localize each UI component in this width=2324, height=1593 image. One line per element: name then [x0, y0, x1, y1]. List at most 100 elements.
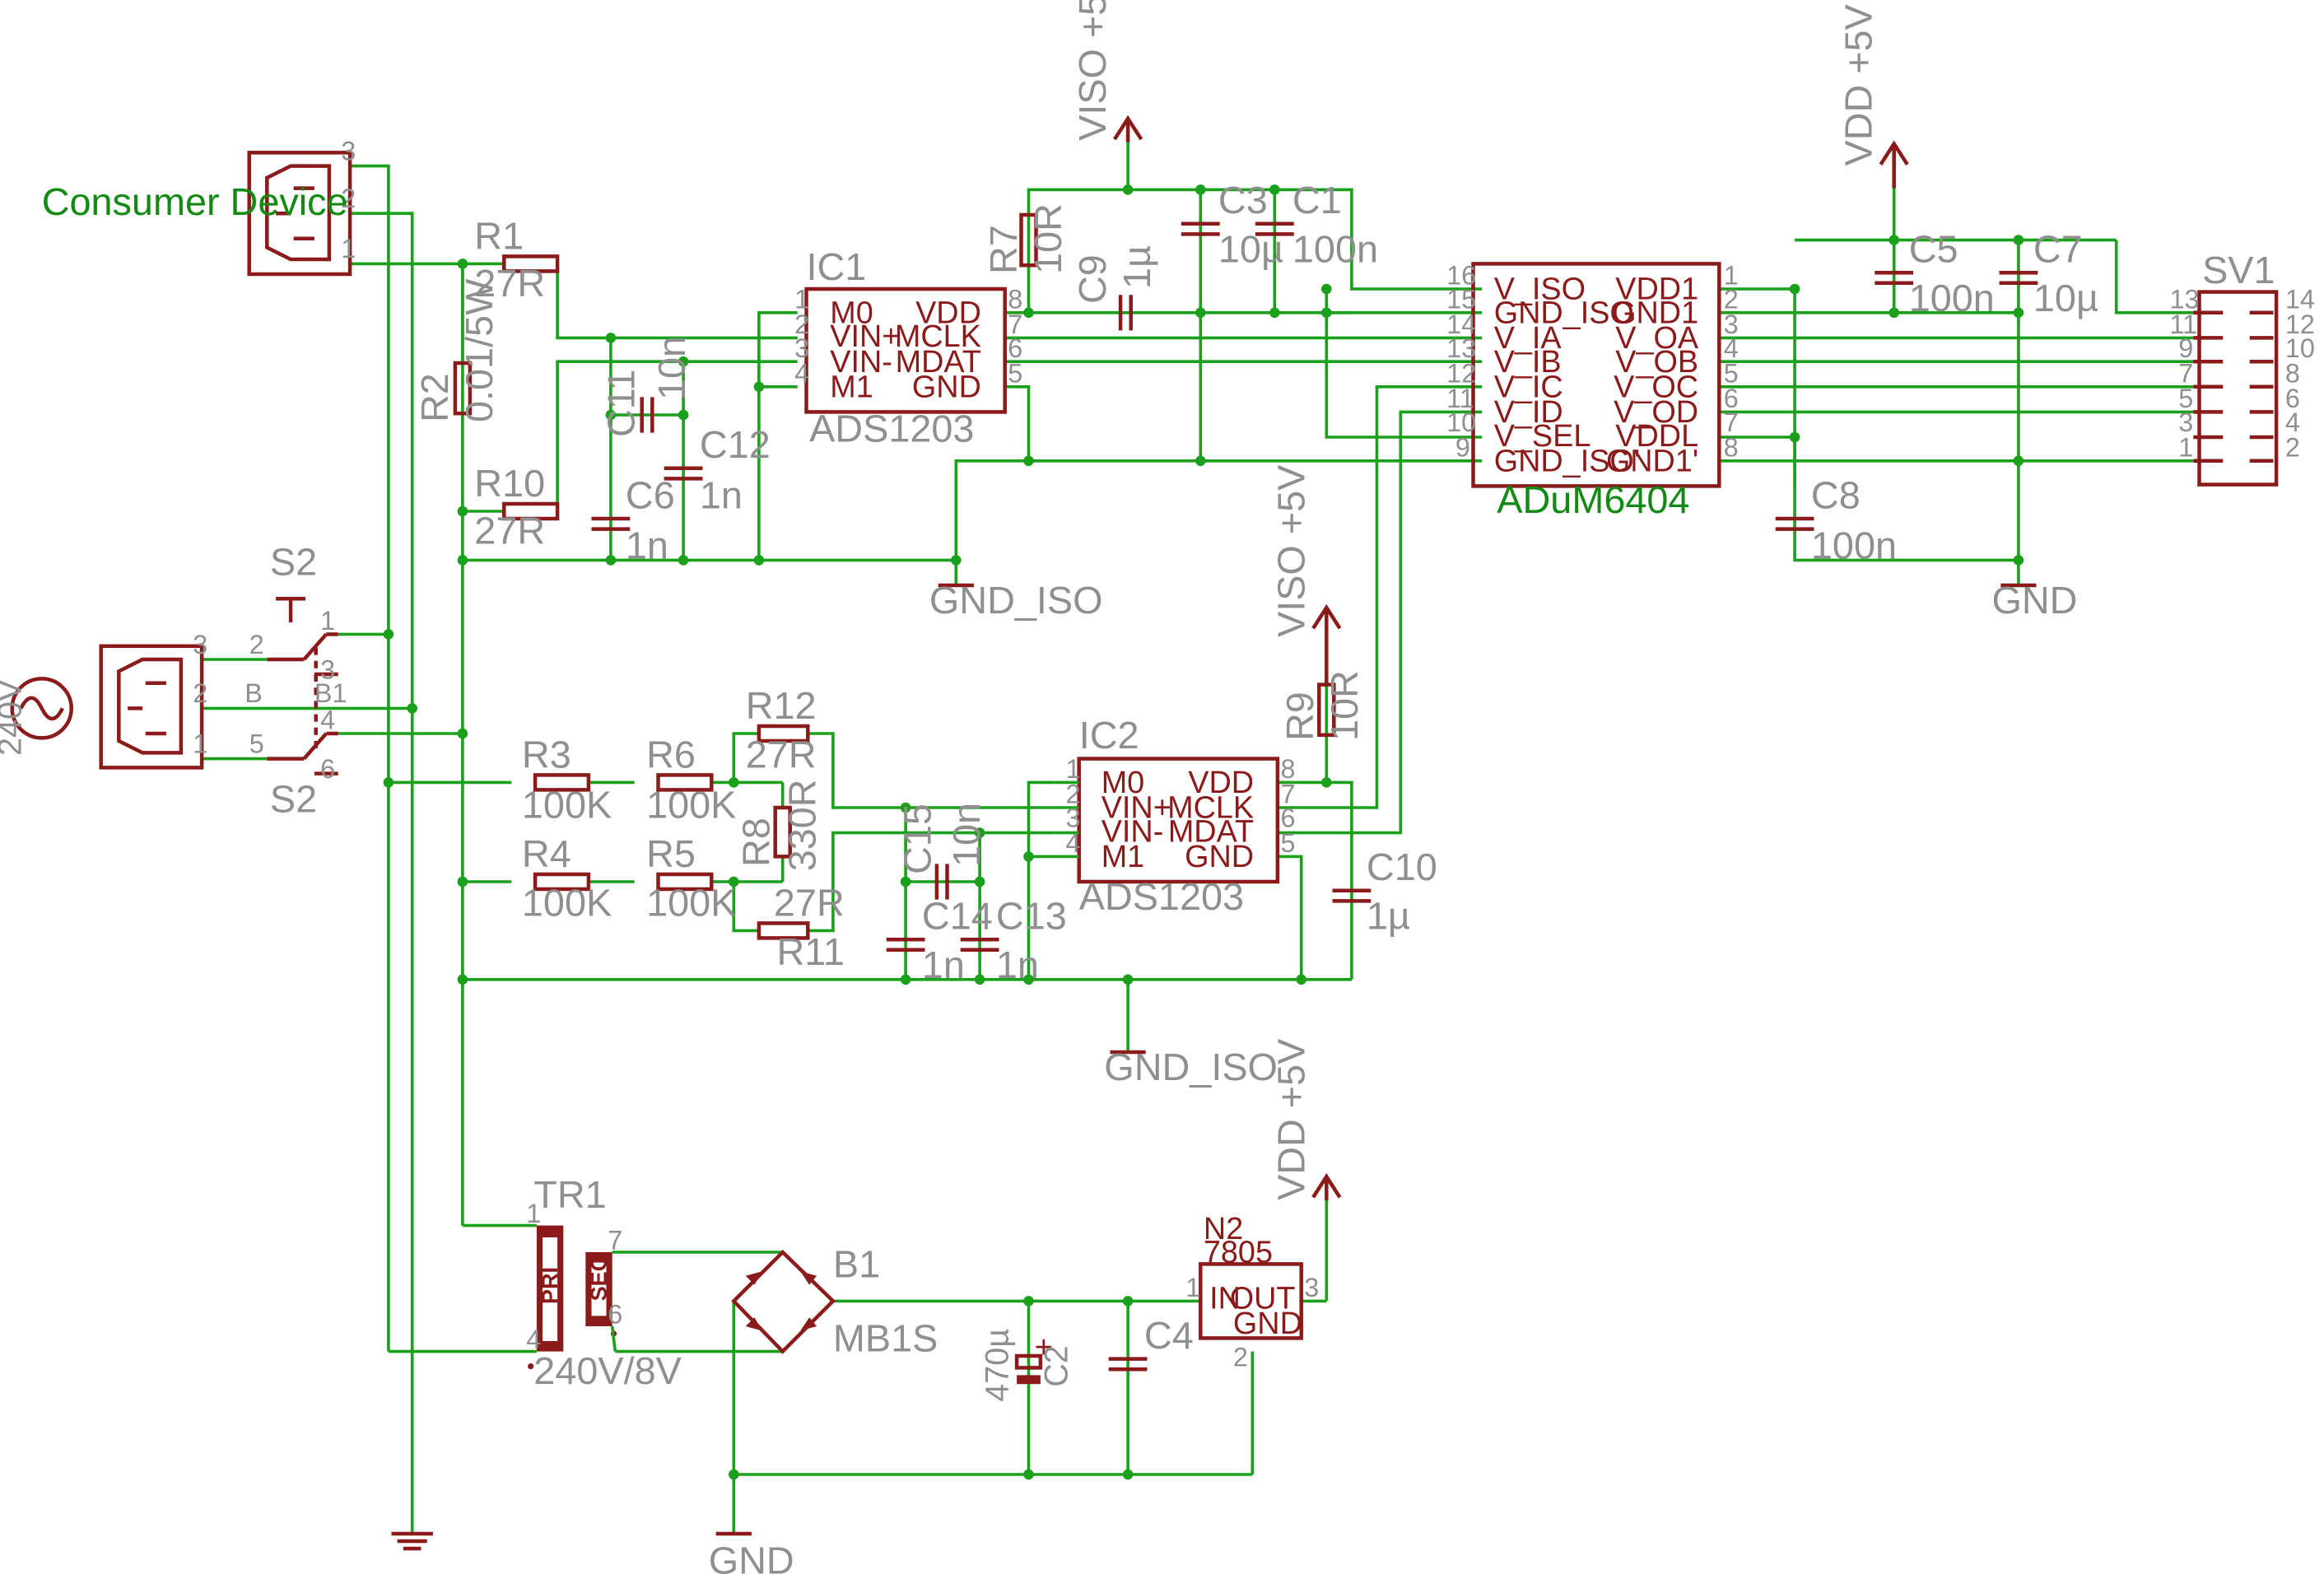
sv1-num-4: 4: [2285, 408, 2300, 437]
con-top-pin-2: 2: [341, 184, 356, 213]
viso-label-1: VISO +5V: [1071, 0, 1114, 141]
ic2-num-8: 8: [1281, 754, 1296, 784]
ic2-num-4: 4: [1066, 828, 1081, 858]
ic2-num-2: 2: [1066, 780, 1081, 809]
consumer-connector: 3 2 1 Consumer Device: [42, 136, 356, 277]
adum-num-9: 9: [1455, 432, 1470, 462]
resistors: R1 27R R10 27R R2 0.01/5W R7 10R R9 10R …: [413, 203, 1366, 973]
r2-value: 0.01/5W: [458, 278, 501, 422]
c7-name: C7: [2033, 228, 2083, 271]
n2-gnd: GND: [1233, 1307, 1302, 1341]
ic1-num-2: 2: [794, 310, 809, 339]
c8-name: C8: [1811, 473, 1861, 516]
ic1-ads1203: IC1 ADS1203 M0 VIN+ VIN- M1 VDD MCLK MDA…: [794, 245, 1022, 449]
c12-name: C12: [700, 423, 771, 466]
adum-num-3: 3: [1724, 310, 1739, 339]
n2-pin-3: 3: [1304, 1273, 1319, 1302]
gnd-iso-label-1: GND_ISO: [929, 579, 1103, 622]
c13-name: C13: [996, 895, 1067, 938]
bridge-b1: B1 MB1S: [731, 1243, 938, 1360]
sv1-num-7: 7: [2178, 358, 2193, 388]
tr1-pri: PRI: [538, 1267, 562, 1304]
tr1-pin-7: 7: [608, 1225, 622, 1255]
c9-name: C9: [1071, 254, 1114, 304]
ic2-num-5: 5: [1281, 828, 1296, 858]
adum-l-viso: V_ISO: [1494, 272, 1586, 307]
mains-label: 240V: [0, 679, 29, 756]
c15-name: C15: [897, 803, 939, 874]
adum-num-7: 7: [1724, 408, 1739, 437]
n2-part: 7805: [1204, 1236, 1273, 1270]
r8-value: 330R: [780, 780, 823, 872]
viso-label-2: VISO +5V: [1269, 465, 1312, 637]
ic2-num-1: 1: [1066, 754, 1081, 784]
c14-value: 1n: [922, 943, 965, 986]
adum-r-vddl: VDDL: [1615, 419, 1698, 454]
c1-value: 100n: [1292, 228, 1378, 271]
s2-pin-1: 1: [320, 606, 335, 636]
ic1-num-7: 7: [1008, 310, 1022, 339]
switch-s2: S2 S2 1 2 3 4 5 6 B B1: [245, 540, 347, 820]
sv1-name: SV1: [2202, 249, 2275, 291]
adum-r-gnd1b: GND1': [1606, 444, 1698, 478]
c1-name: C1: [1292, 179, 1342, 221]
con-left-pin-3: 3: [193, 630, 207, 659]
ic2-name: IC2: [1079, 714, 1139, 757]
tr1-value: 240V/8V: [533, 1349, 682, 1392]
adum-num-2: 2: [1724, 284, 1739, 314]
tr1-sec: SEC: [587, 1255, 612, 1302]
r11-name: R11: [777, 930, 845, 973]
adum-num-4: 4: [1724, 333, 1739, 363]
ic2-num-7: 7: [1281, 780, 1296, 809]
r7-value: 10R: [1027, 203, 1069, 274]
s2-pin-4: 4: [320, 706, 335, 735]
con-left-pin-2: 2: [193, 678, 207, 708]
r9-value: 10R: [1323, 670, 1366, 741]
adum-r-voa: V_OA: [1615, 321, 1699, 356]
r3-value: 100K: [522, 784, 612, 827]
c14-name: C14: [922, 895, 993, 938]
ic2-pin-vdd: VDD: [1188, 766, 1254, 800]
capacitors: C6 1n C12 1n C11 10n C9 1µ C3 10µ C1 100…: [591, 179, 2098, 1402]
s2-pin-6: 6: [320, 754, 335, 784]
sv1-num-13: 13: [2170, 284, 2200, 314]
adum-l-vib: V_IB: [1494, 345, 1562, 380]
ic1-pin-mdat: MDAT: [896, 345, 981, 380]
adum-l-via: V_IA: [1494, 321, 1563, 356]
s2-pin-2: 2: [249, 630, 264, 659]
gnd-label-bottom: GND: [709, 1539, 794, 1582]
b1-name: B1: [833, 1243, 880, 1286]
regulator-n2: N2 7805 IN OUT GND 1 3 2: [1185, 1212, 1319, 1372]
adum-num-12: 12: [1446, 358, 1476, 388]
r5-value: 100K: [646, 881, 736, 924]
adum-num-15: 15: [1446, 284, 1476, 314]
junctions: [383, 184, 2024, 1480]
sv1-num-8: 8: [2285, 358, 2300, 388]
r4-value: 100K: [522, 881, 612, 924]
adum-num-13: 13: [1446, 333, 1476, 363]
c7-value: 10µ: [2033, 277, 2098, 319]
con-left-pin-1: 1: [193, 729, 207, 758]
r6-value: 100K: [646, 784, 736, 827]
ic2-pin-mclk: MCLK: [1167, 791, 1254, 826]
adum-part: ADuM6404: [1497, 478, 1689, 521]
adum-l-vsel: V_SEL: [1494, 419, 1591, 454]
ic2-part: ADS1203: [1079, 875, 1244, 918]
n2-pin-1: 1: [1185, 1273, 1200, 1302]
con-top-pin-3: 3: [341, 136, 356, 165]
sv1-num-1: 1: [2178, 432, 2193, 462]
c10-name: C10: [1367, 845, 1437, 888]
c2-plus-sign: +: [1035, 1330, 1053, 1365]
c6-value: 1n: [626, 524, 668, 567]
adum-r-voc: V_OC: [1614, 370, 1698, 404]
adum-r-vob: V_OB: [1615, 345, 1698, 380]
ic1-num-8: 8: [1008, 284, 1022, 314]
c13-value: 1n: [996, 943, 1039, 986]
c9-value: 1µ: [1115, 245, 1158, 289]
transformer-tr1: PRI SEC TR1 240V/8V 1 4 7 6: [526, 1173, 682, 1392]
sv1-num-14: 14: [2285, 284, 2315, 314]
adum-l-gndiso2: GND_ISO': [1494, 444, 1640, 478]
s2-pin-3: 3: [320, 654, 335, 684]
ic2-pin-m1: M1: [1101, 840, 1145, 874]
r7-name: R7: [982, 225, 1025, 274]
